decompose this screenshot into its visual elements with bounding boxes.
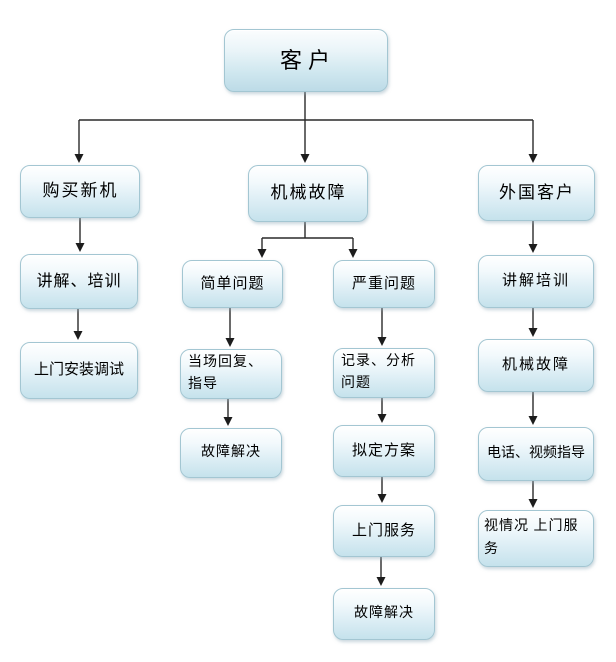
node-onsite-install-debug: 上门安装调试 [20,342,138,399]
node-customer: 客户 [224,29,388,92]
node-foreign-customer: 外国客户 [478,165,595,221]
node-explain-training: 讲解、培训 [20,254,138,309]
node-phone-video-guide: 电话、视频指导 [478,427,594,481]
node-fault-solved-severe: 故障解决 [333,588,435,640]
node-draft-plan: 拟定方案 [333,425,435,477]
node-record-analyze-problem: 记录、分析问题 [333,348,435,398]
node-onsite-service: 上门服务 [333,505,435,557]
node-severe-problem: 严重问题 [333,260,435,308]
node-situational-onsite-service: 视情况 上门服务 [478,510,594,567]
node-simple-problem: 简单问题 [182,260,283,308]
node-explain-training-foreign: 讲解培训 [478,255,594,308]
node-onspot-reply-guide: 当场回复、指导 [180,349,282,399]
node-mechanical-failure-foreign: 机械故障 [478,339,594,392]
node-fault-solved-simple: 故障解决 [180,428,282,478]
node-buy-new-machine: 购买新机 [20,165,140,218]
node-mechanical-failure: 机械故障 [248,165,368,222]
